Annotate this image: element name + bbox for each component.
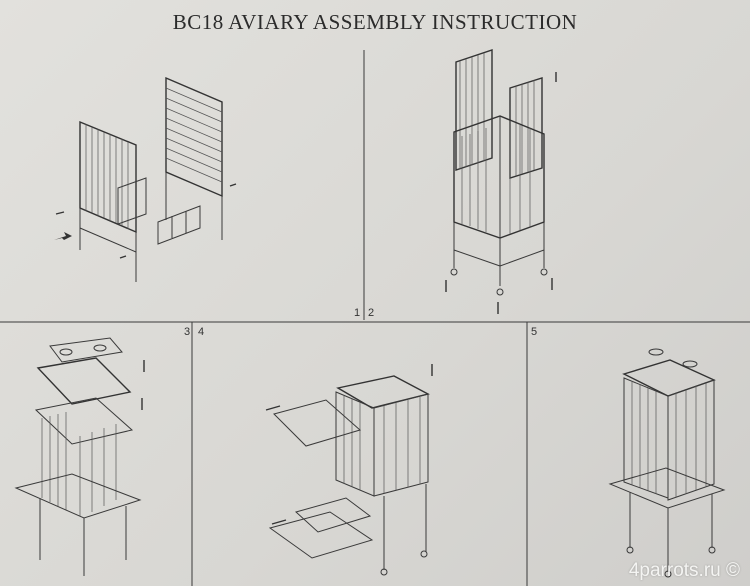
step3-illustration (14, 337, 145, 576)
step4-illustration (265, 364, 433, 576)
step-number-5: 5 (531, 326, 538, 338)
step-number-2: 2 (368, 307, 375, 319)
watermark: 4parrots.ru © (628, 560, 740, 581)
step5-illustration (608, 348, 726, 578)
step-number-1: 1 (354, 307, 361, 319)
step2-illustration (445, 49, 557, 314)
step-number-3: 3 (184, 326, 191, 338)
step-number-4: 4 (198, 326, 205, 338)
step1-illustration (54, 76, 237, 282)
page-title: BC18 AVIARY ASSEMBLY INSTRUCTION (172, 10, 578, 34)
